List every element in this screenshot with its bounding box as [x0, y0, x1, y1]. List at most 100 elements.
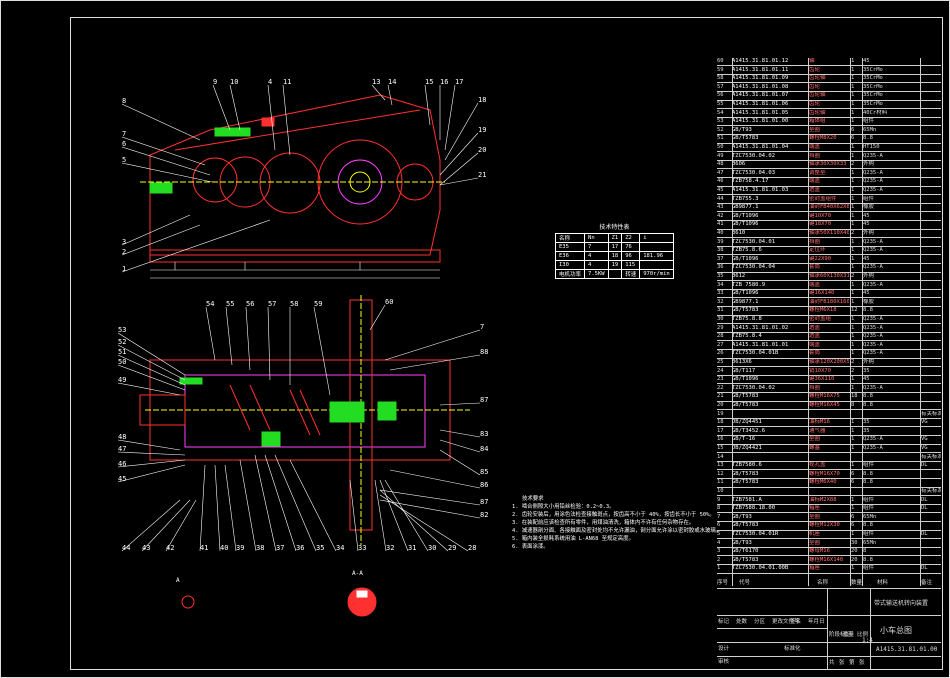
balloon-label: 83 [480, 430, 488, 438]
bom-cell: 18 [717, 419, 724, 426]
section-aa-circle [347, 587, 377, 617]
title-block-top [717, 588, 941, 589]
balloon-label: 16 [440, 78, 448, 86]
bom-cell: 1 [851, 92, 855, 99]
bom-cell: 8.8 [863, 135, 873, 142]
bom-cell: 轴承50X110X40 [809, 230, 849, 236]
bom-col-line-2 [808, 58, 809, 586]
leader-line [165, 499, 197, 552]
bom-cell: 1 [851, 281, 855, 288]
balloon-label: 21 [478, 171, 486, 179]
bom-cell: 30 [717, 316, 724, 322]
bom-cell: TZB75.8.4 [732, 333, 762, 340]
bom-cell: 螺栓M16X70 [809, 470, 840, 477]
title-block-cell: 张 [859, 660, 865, 666]
bom-cell: 7 [717, 513, 721, 520]
leader-line [117, 344, 186, 381]
bom-cell: 1 [851, 101, 855, 107]
note-line: 4. 减速器剖分面、各接触面及密封处均不允许漏油，剖分面允许涂以密封胶或水玻璃。 [512, 528, 722, 534]
balloon-label: 84 [480, 445, 488, 453]
bom-cell: 键18X70 [809, 221, 832, 228]
leader-line [267, 84, 276, 151]
balloon-label: 32 [386, 544, 394, 552]
param-table-cell [639, 242, 674, 252]
bom-cell: 齿轮轴 [809, 92, 826, 99]
bom-cell: 57 [717, 83, 724, 90]
balloon-label: 82 [480, 511, 488, 519]
bom-cell: 端盖 [809, 144, 821, 150]
bom-cell: A1415.31.81.01.01 [732, 341, 789, 348]
bom-cell: 橡胶 [863, 204, 875, 211]
leader-line [313, 306, 331, 396]
bom-cell: 1 [851, 384, 855, 391]
leader-line [121, 499, 181, 552]
bom-cell: 组件 [863, 505, 875, 512]
bom-cell: 齿轮 [809, 66, 821, 73]
bom-cell: 54 [717, 109, 724, 116]
balloon-label: 3 [122, 238, 126, 246]
leader-line [141, 499, 191, 552]
section-aa-key [356, 590, 368, 598]
bom-cell: 35 [863, 427, 870, 434]
bom-cell: 8 [851, 402, 855, 408]
bom-cell: 有关标准 [921, 488, 941, 494]
leader-line [214, 464, 221, 552]
param-table-cell: 76 [621, 242, 641, 252]
leader-line [282, 84, 291, 156]
leader-line [439, 132, 479, 176]
balloon-label: 15 [425, 78, 433, 86]
bom-header-cell: 备注 [921, 580, 933, 586]
param-table-cell: 17 [607, 242, 623, 252]
leader-line [199, 464, 206, 552]
balloon-label: 17 [455, 78, 463, 86]
bom-cell: TZB75.8.6 [732, 247, 762, 254]
bom-cell: 65Mn [863, 539, 877, 546]
leader-line [121, 162, 213, 183]
section-b-circle [181, 595, 195, 609]
bom-cell: GB/T5783 [732, 402, 759, 408]
bom-cell: GB/T5783 [732, 479, 759, 486]
bom-cell: 39 [717, 238, 724, 245]
bom-cell: 21 [717, 393, 724, 400]
leader-line [212, 84, 231, 131]
note-line: 3. 在装配前应该检查所有零件，用煤油清洗，箱体内不许有任何杂物存在。 [512, 520, 695, 526]
bom-cell: 35CrMo [863, 66, 883, 73]
title-block-divider [827, 588, 828, 670]
bom-cell: 13 [717, 462, 724, 469]
bom-cell: 1 [851, 436, 855, 443]
section-aa-label: A-A [352, 570, 363, 577]
bom-cell: 60 [717, 58, 724, 64]
bom-cell: 外购 [863, 161, 875, 168]
bom-cell: 1 [851, 83, 855, 90]
bom-cell: 1 [851, 187, 855, 193]
technical-notes: 技术要求 1. 啮合侧隙大小用铅丝检验：0.2~0.3。2. 齿轮安装后，用涂色… [512, 495, 721, 551]
balloon-label: 87 [480, 498, 488, 506]
bom-cell: 键10X70 [809, 212, 832, 219]
bom-cell: 定位环 [809, 247, 826, 254]
note-line: 5. 箱内装全损耗系统用油 L-AN68 至规定高度。 [512, 536, 634, 542]
bom-cell: 55 [717, 101, 724, 107]
bom-cell: 6 [851, 126, 855, 133]
bom-cell: 6 [717, 522, 721, 529]
balloon-label: 20 [478, 146, 486, 154]
bom-cell: 40Cr材料 [863, 109, 888, 116]
bom-cell: A1415.31.81.01.08 [732, 83, 789, 90]
balloon-label: 37 [276, 544, 284, 552]
bom-cell: Q235-A [863, 169, 883, 176]
balloon-label: 86 [480, 481, 488, 489]
bom-cell: Q235-A [863, 238, 883, 245]
balloon-label: 33 [358, 544, 366, 552]
bom-cell: 3612 [732, 273, 746, 279]
param-table-cell: 7.5KW [584, 269, 609, 279]
